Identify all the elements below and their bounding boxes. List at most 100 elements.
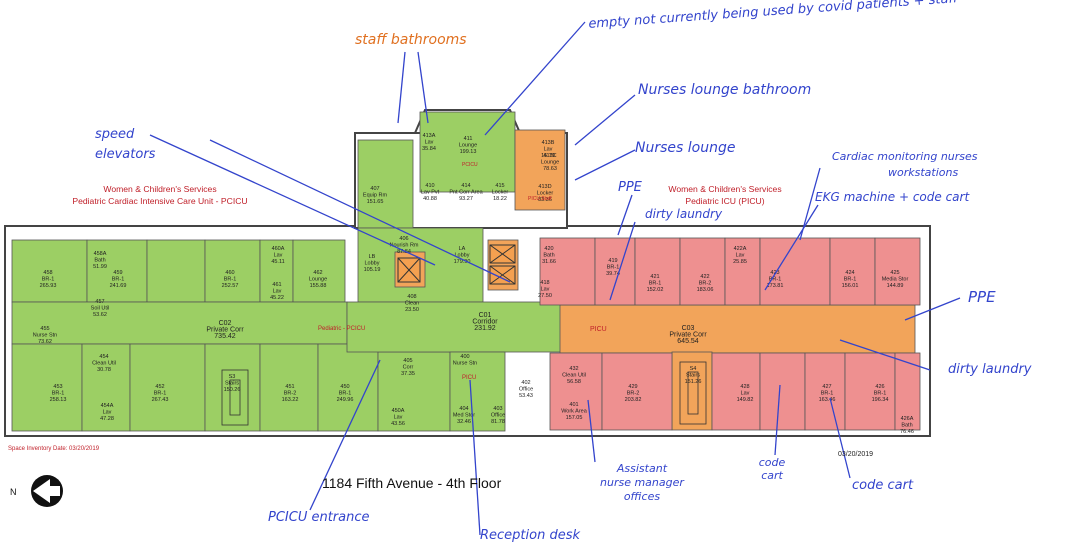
room-label-line: 45.11 <box>271 259 284 265</box>
annotation-dirty-laundry-2: dirty laundry <box>948 362 1032 377</box>
room-label-line: 450 <box>340 384 349 390</box>
room-label-line: 35.84 <box>422 146 436 152</box>
room-label-line: 406 <box>399 236 408 242</box>
room-label-line: 454A <box>101 403 114 409</box>
space-inventory-date: Space Inventory Date: 03/20/2019 <box>8 446 100 452</box>
room-label-line: 267.43 <box>152 397 169 403</box>
room-label-line: 459 <box>113 270 122 276</box>
room-label-line: Lobby <box>365 261 380 267</box>
room-label-line: 87.84 <box>397 249 411 255</box>
room-label-line: 37.35 <box>401 371 415 377</box>
stairs <box>221 361 707 426</box>
annotation-assistant-line-1: Assistant <box>616 462 668 475</box>
zone-label-staff: PICU Staff <box>528 196 552 202</box>
floor-title: 1184 Fifth Avenue - 4th Floor <box>322 475 502 491</box>
room-label-line: Lav <box>425 140 434 146</box>
room-label-line: 73.62 <box>38 339 52 345</box>
room-label-line: BR-1 <box>607 265 620 271</box>
room-label-line: 426 <box>875 384 884 390</box>
room-label-line: 144.89 <box>887 283 904 289</box>
annotation-code-line-2: cart <box>761 469 783 482</box>
room-label-line: 462 <box>313 270 322 276</box>
annotation-pcicu-entrance: PCICU entrance <box>268 510 370 525</box>
annotation-assistant-line-2: nurse manager <box>600 476 684 489</box>
room-label-line: C03 <box>682 325 695 332</box>
north-label: N <box>10 487 17 497</box>
room-label-line: Work Area <box>561 409 588 415</box>
room-label-line: Office <box>519 387 533 393</box>
room-label-line: 56.58 <box>567 379 581 385</box>
room-label-line: 27.50 <box>538 293 552 299</box>
room-label-line: Corridor <box>472 319 498 326</box>
room-label-line: BR-1 <box>874 391 887 397</box>
room-label-line: 53.62 <box>93 312 107 318</box>
room-label-line: 413A <box>423 133 436 139</box>
room-label-line: 25.85 <box>733 259 747 265</box>
room-label-line: 151.65 <box>367 199 384 205</box>
room-label-line: 196.34 <box>872 397 889 403</box>
room-label-line: 735.42 <box>214 333 236 340</box>
room-label-line: 455 <box>40 326 49 332</box>
annotation-dirty-laundry-1: dirty laundry <box>645 207 723 221</box>
annotation-code-cart-1: code cart <box>752 456 792 482</box>
room-label-line: Bath <box>901 423 912 429</box>
room-label-line: 157.05 <box>566 415 583 421</box>
room-label-line: BR-1 <box>339 391 352 397</box>
room-label-line: 460A <box>272 246 285 252</box>
pcicu-title-line-1: Women & Children's Services <box>103 184 217 194</box>
room-label-line: 39.74 <box>606 271 620 277</box>
room-label-line: 32.46 <box>457 419 471 425</box>
room-label-line: 422 <box>700 274 709 280</box>
room-label-line: Nurse Stn <box>453 361 477 367</box>
room-label-line: BR-2 <box>699 281 712 287</box>
room-label-line: Locker <box>537 191 554 197</box>
room-label-line: 410 <box>425 183 434 189</box>
room-label-line: Pnt Corr Area <box>449 190 483 196</box>
room-label-line: BR-2 <box>284 391 297 397</box>
room-label-line: 163.22 <box>282 397 299 403</box>
room-label-line: 427 <box>822 384 831 390</box>
zone-label-picu-2: PICU <box>462 375 476 381</box>
zone-label-picu: PICU <box>590 326 607 333</box>
zone-label-pcicu-corr: PCICU <box>462 162 478 168</box>
room-label-line: 401 <box>569 402 578 408</box>
annotation-code-line-1: code <box>758 456 786 469</box>
room-label-line: 400 <box>460 354 469 360</box>
room-label-line: Lav <box>541 287 550 293</box>
room-label-line: 452 <box>155 384 164 390</box>
annotation-cardiac-line-2: workstations <box>888 166 959 179</box>
room-label-line: 457 <box>95 299 104 305</box>
room-label-line: 151.26 <box>685 379 702 385</box>
room-label-line: Bath <box>94 258 105 264</box>
room-label-line: 15.79 <box>541 153 555 159</box>
room-label-line: 173.81 <box>767 283 784 289</box>
room-label-line: Lav Pvt <box>421 190 440 196</box>
room-label-line: 45.22 <box>270 295 284 301</box>
room-label-line: C02 <box>219 320 232 327</box>
room-label-line: 258.13 <box>50 397 67 403</box>
